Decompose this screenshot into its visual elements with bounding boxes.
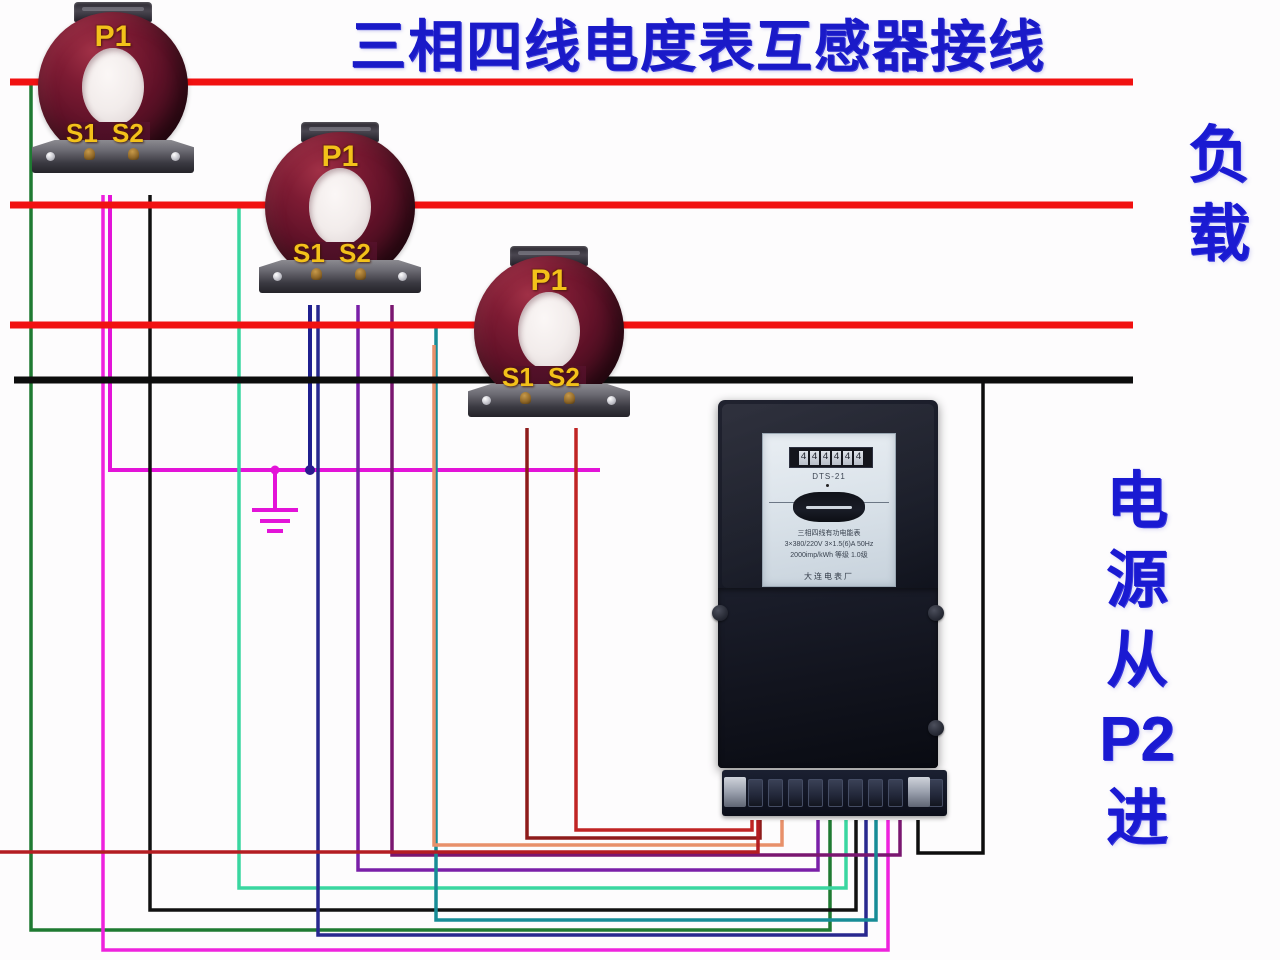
page-title: 三相四线电度表互感器接线 — [350, 15, 1046, 78]
load-label-char: 载 — [1187, 200, 1250, 270]
current-transformer-2[interactable]: P1 S1 S2 — [259, 122, 421, 302]
three-phase-energy-meter[interactable]: 4 4 4 4 4 4 DTS-21 三相四线有功电能表 3×380/220V … — [712, 400, 947, 820]
ct-terminal-s1[interactable] — [520, 392, 531, 404]
register-digit: 4 — [810, 450, 819, 465]
terminal-endcap-right — [908, 777, 930, 807]
ct-secondary-label-s2: S2 — [112, 118, 144, 148]
terminal-pad[interactable] — [828, 779, 843, 807]
wire-voltage-a — [29, 82, 832, 932]
meter-faceplate: 4 4 4 4 4 4 DTS-21 三相四线有功电能表 3×380/220V … — [762, 433, 896, 587]
register-digit: 4 — [821, 450, 830, 465]
load-label: 负 载 — [1176, 116, 1262, 275]
wire-ct2-s2 — [356, 305, 820, 872]
source-label-char: 电 — [1105, 467, 1168, 536]
meter-spec-line: 2000imp/kWh 等级 1.0级 — [790, 551, 868, 559]
meter-screw-right-lower — [928, 720, 944, 736]
terminal-pad[interactable] — [928, 779, 943, 807]
wire-neutral-drop — [916, 380, 985, 855]
load-label-char: 负 — [1187, 121, 1250, 190]
terminal-pad[interactable] — [888, 779, 903, 807]
wire-ct3-s1 — [525, 428, 762, 840]
current-transformer-1[interactable]: P1 S1 S2 — [32, 2, 194, 182]
meter-lower-cover — [718, 588, 938, 768]
meter-manufacturer-label: 大连电表厂 — [804, 572, 854, 581]
ct-secondary-label-s1: S1 — [66, 118, 98, 148]
ct-primary-label: P1 — [321, 140, 359, 173]
ct-mounting-base — [259, 260, 421, 293]
earth-ground-icon — [252, 470, 298, 533]
terminal-pad[interactable] — [868, 779, 883, 807]
meter-disc-window — [793, 492, 865, 522]
source-label-char: 进 — [1105, 784, 1168, 854]
ct-secondary-label-s2: S2 — [339, 238, 371, 268]
current-transformer-3[interactable]: P1 S1 S2 — [468, 246, 630, 426]
ct-secondary-label-s1: S1 — [502, 362, 534, 392]
ct-aperture — [518, 292, 580, 370]
source-label-char: P2 — [1099, 705, 1175, 775]
ct-secondary-label-s1: S1 — [293, 238, 325, 268]
wire-ct1-s2 — [148, 195, 858, 912]
source-label-char: 从 — [1105, 625, 1168, 695]
terminal-endcap-left — [724, 777, 746, 807]
register-digit: 4 — [799, 450, 808, 465]
ct-aperture — [309, 168, 371, 246]
meter-index-dot — [826, 484, 829, 487]
ct-secondary-label-s2: S2 — [548, 362, 580, 392]
wire-ct3-s2 — [574, 428, 754, 832]
wire-voltage-c — [434, 325, 878, 922]
register-digit: 4 — [843, 450, 852, 465]
ct-terminal-s1[interactable] — [84, 148, 95, 160]
wire-meter-left-return — [0, 820, 760, 854]
terminal-pad[interactable] — [808, 779, 823, 807]
junction-dot-ct2s1-ground — [305, 465, 315, 475]
terminal-pad[interactable] — [788, 779, 803, 807]
ct-terminal-s2[interactable] — [128, 148, 139, 160]
ct-terminal-s2[interactable] — [564, 392, 575, 404]
ct-mounting-base — [32, 140, 194, 173]
meter-terminal-block[interactable] — [722, 770, 947, 816]
wire-ct2-s2-b — [390, 305, 902, 857]
meter-register-display: 4 4 4 4 4 4 — [789, 447, 873, 468]
meter-spec-line: 三相四线有功电能表 — [797, 530, 861, 537]
wire-salmon — [432, 345, 784, 847]
terminal-pad[interactable] — [748, 779, 763, 807]
meter-spec-line: 3×380/220V 3×1.5(6)A 50Hz — [784, 540, 874, 548]
ct-primary-label: P1 — [530, 264, 568, 297]
ct-aperture — [82, 48, 144, 126]
meter-screw-right-upper — [928, 605, 944, 621]
meter-spec-block: 三相四线有功电能表 3×380/220V 3×1.5(6)A 50Hz 2000… — [768, 529, 890, 562]
meter-screw-left — [712, 605, 728, 621]
terminal-pad[interactable] — [768, 779, 783, 807]
ct-terminal-s2[interactable] — [355, 268, 366, 280]
wire-ct2-s1-run — [316, 305, 868, 937]
register-digit: 4 — [832, 450, 841, 465]
register-digit: 4 — [854, 450, 863, 465]
ct-terminal-s1[interactable] — [311, 268, 322, 280]
source-label: 电 源 从 P2 进 — [1094, 462, 1180, 859]
terminal-pad[interactable] — [848, 779, 863, 807]
junction-dot-ground-tap — [270, 465, 280, 475]
ct-mounting-base — [468, 384, 630, 417]
meter-model-label: DTS-21 — [812, 472, 846, 481]
source-label-char: 源 — [1105, 546, 1168, 616]
wire-ct1-s1 — [101, 195, 890, 952]
ct-primary-label: P1 — [94, 20, 132, 53]
